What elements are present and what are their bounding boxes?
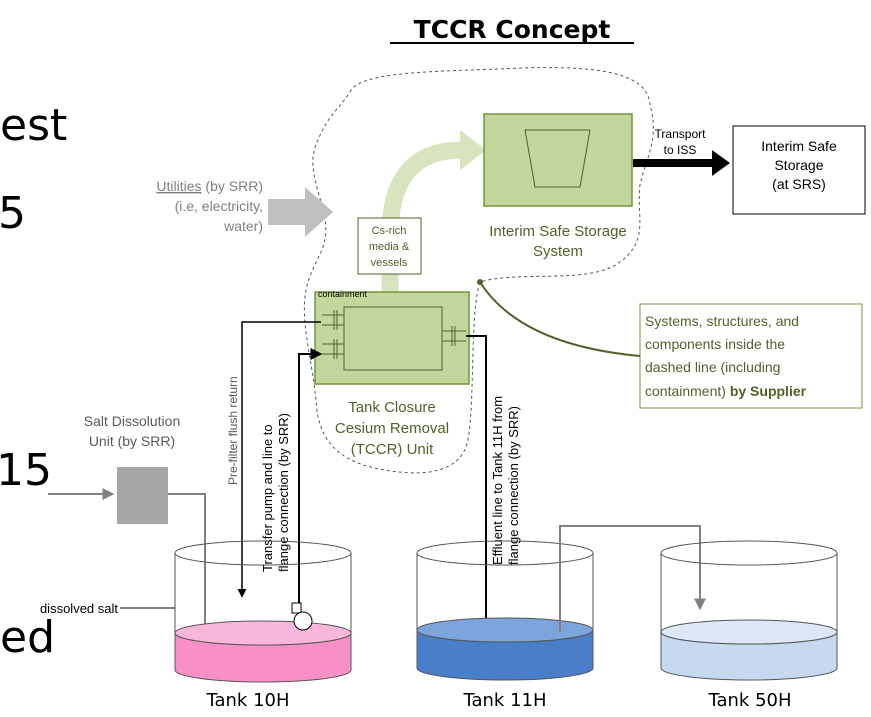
salt-unit-label-2: Unit (by SRR) [89,433,175,449]
tank-50h [660,540,838,681]
utilities-owner: (by SRR) [202,178,263,194]
transfer-pump-line [298,348,323,612]
containment-label: containment [318,289,368,299]
cs-rich-box [357,217,422,275]
iss-system-label-2: System [533,243,583,260]
iss-vessel-icon [524,129,591,188]
prefilter-label: Pre-filter flush return [226,376,240,485]
effluent-label-2: flange connection (by SRR) [506,406,521,565]
cs-rich-label-3: vessels [371,257,408,269]
supplier-callout-dot [477,279,483,285]
left-fragment-4: ed [0,612,55,663]
supplier-callout-box [639,303,863,409]
transport-arrowhead [712,150,730,176]
tank-50h-label: Tank 50H [707,690,791,711]
tccr-label-2: Cesium Removal [335,420,449,437]
iss-box-label-2: Storage [774,157,823,173]
utilities-label-1: Utilities (by SRR) [156,178,263,194]
supplier-boundary [303,67,654,474]
tank-11h [416,540,594,681]
salt-dissolution-unit [117,467,168,524]
cs-media-flow-arrowhead [460,130,486,170]
flange-left-icon [322,310,344,359]
supplier-label-3: dashed line (including [645,359,780,375]
cs-rich-label-1: Cs-rich [372,225,407,237]
iss-system-label-1: Interim Safe Storage [489,223,627,240]
prefilter-return-line [237,321,321,598]
left-fragment-1: est [0,100,67,151]
tccr-label-3: (TCCR) Unit [351,441,434,458]
tccr-inner-box [343,306,443,371]
effluent-line [466,335,492,631]
effluent-label-1: Effluent line to Tank 11H from [490,396,505,565]
supplier-callout-leader [479,281,641,357]
tank-10h-label: Tank 10H [205,690,289,711]
interim-safe-storage-box [732,125,866,215]
dissolved-salt-label: dissolved salt [40,601,118,616]
transport-label-1: Transport [655,127,707,141]
transport-label-2: to ISS [664,143,697,157]
salt-to-tank10-line [168,493,211,638]
supplier-label-1: Systems, structures, and [645,313,799,329]
tccr-label-1: Tank Closure [348,399,436,416]
supplier-label-4-plain: containment) [645,383,730,399]
left-fragment-3: 15 [0,445,52,496]
tank-11h-label: Tank 11H [462,690,546,711]
transfer-label-2: flange connection (by SRR) [276,413,291,572]
utilities-label-3: water) [223,218,263,234]
cs-rich-label-2: media & [369,241,410,253]
iss-system-box [483,113,633,207]
supplier-label-2: components inside the [645,336,785,352]
iss-box-label-3: (at SRS) [772,176,826,192]
utilities-link[interactable]: Utilities [156,178,201,194]
pump-icon [291,602,313,631]
salt-unit-label-1: Salt Dissolution [84,413,181,429]
supplier-label-4: containment) by Supplier [645,383,807,399]
tank11-to-tank50-line [559,525,706,632]
utilities-label-2: (i.e, electricity, [175,198,263,214]
supplier-label-4-bold: by Supplier [730,383,807,399]
iss-box-label-1: Interim Safe [761,138,837,154]
utilities-arrow [268,187,333,237]
page-title: TCCR Concept [414,15,611,44]
transfer-label-1: Transfer pump and line to [260,424,275,572]
left-fragment-2: 5 [0,188,26,239]
flange-right-icon [442,326,466,346]
